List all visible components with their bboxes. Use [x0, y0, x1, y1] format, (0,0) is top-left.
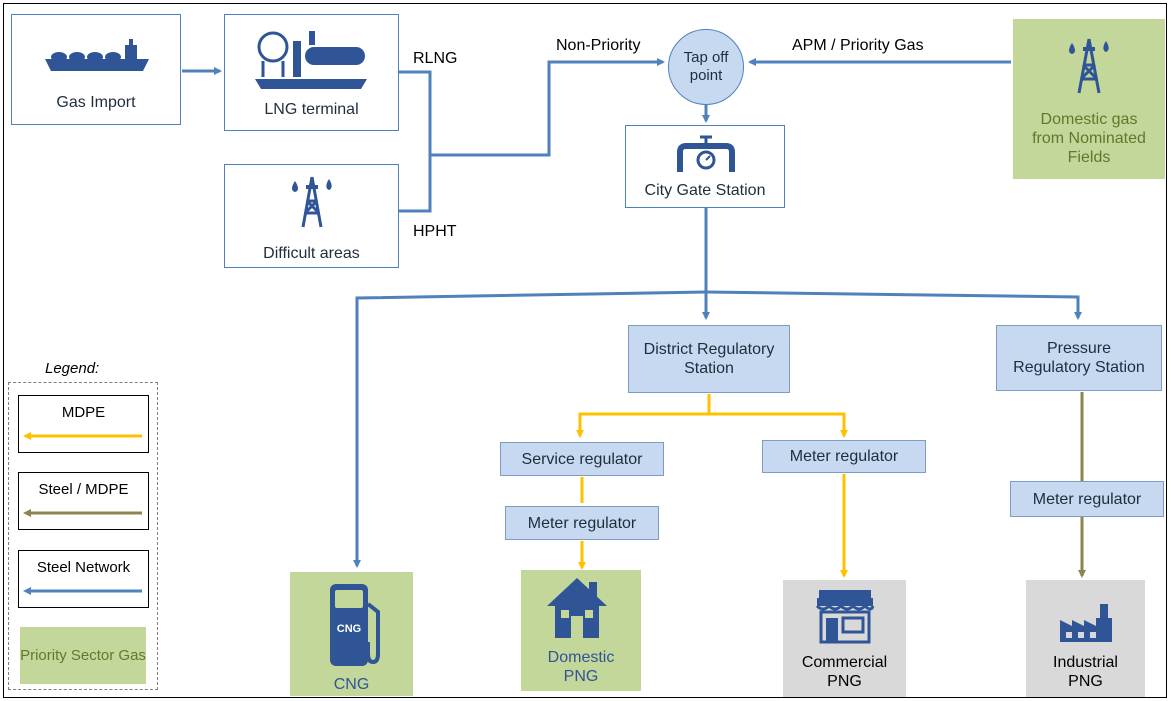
- edge-mdpe-right: [709, 412, 848, 438]
- edge-cng-branch: [353, 290, 707, 568]
- fuel-pump-icon: CNG: [330, 584, 380, 666]
- edge-pressure-branch: [705, 290, 1082, 320]
- diagram-frame: [3, 3, 1167, 698]
- legend-mdpe-arrow: [23, 432, 142, 440]
- lng-terminal-label: LNG terminal: [264, 101, 359, 118]
- non-priority-label: Non-Priority: [556, 37, 641, 54]
- legend-mdpe: MDPE: [18, 395, 149, 453]
- domestic-gas-box: Domestic gas from Nominated Fields: [1013, 19, 1165, 179]
- district-regulatory-station: District Regulatory Station: [628, 325, 790, 393]
- valve-pipe-icon: [677, 135, 735, 172]
- legend-steel-network: Steel Network: [18, 550, 149, 608]
- lng-ship-icon: [45, 39, 149, 71]
- hpht-label: HPHT: [413, 223, 457, 240]
- city-gate-box: City Gate Station: [625, 125, 785, 208]
- legend-steel-network-arrow: [23, 587, 142, 595]
- meter-regulator-domestic: Meter regulator: [505, 506, 659, 540]
- legend-mdpe-label: MDPE: [61, 404, 106, 421]
- legend-steel-mdpe-label: Steel / MDPE: [38, 481, 129, 498]
- meter-regulator-industrial: Meter regulator: [1010, 481, 1164, 517]
- oil-rig-icon: [1069, 38, 1109, 94]
- tap-off-point: Tap off point: [668, 29, 744, 105]
- commercial-png-label: Commercial PNG: [801, 654, 888, 690]
- apm-priority-label: APM / Priority Gas: [792, 37, 924, 54]
- rlng-label: RLNG: [413, 50, 458, 67]
- gas-import-label: Gas Import: [56, 94, 136, 111]
- industrial-png-label: Industrial PNG: [1053, 654, 1118, 690]
- house-icon: [547, 578, 607, 638]
- edge-rlng-hpht-merge: [399, 70, 432, 213]
- difficult-areas-box: Difficult areas: [224, 164, 399, 268]
- gas-import-box: Gas Import: [11, 14, 181, 125]
- industrial-png-box: Industrial PNG: [1026, 580, 1145, 697]
- cng-label: CNG: [333, 676, 370, 693]
- legend-title: Legend:: [45, 360, 100, 377]
- difficult-areas-label: Difficult areas: [263, 245, 360, 262]
- lng-terminal-box: LNG terminal: [224, 14, 399, 131]
- legend-steel-mdpe-arrow: [23, 509, 142, 517]
- legend-steel-network-label: Steel Network: [36, 559, 131, 576]
- cng-pump-text: CNG: [337, 623, 361, 635]
- legend: MDPE Steel / MDPE Steel Network Priority…: [8, 382, 158, 690]
- shop-icon: [815, 590, 875, 644]
- domestic-png-box: Domestic PNG: [521, 570, 641, 691]
- pressure-regulatory-station: Pressure Regulatory Station: [996, 325, 1162, 391]
- domestic-gas-label: Domestic gas from Nominated Fields: [1032, 111, 1146, 166]
- legend-steel-mdpe: Steel / MDPE: [18, 472, 149, 530]
- cng-box: CNG CNG: [290, 572, 413, 696]
- lng-terminal-icon: [255, 31, 367, 89]
- legend-priority-sector-gas: Priority Sector Gas: [20, 627, 146, 684]
- factory-icon: [1060, 604, 1112, 642]
- commercial-png-box: Commercial PNG: [783, 580, 906, 697]
- edge-mdpe-left: [576, 412, 709, 438]
- oil-rig-icon: [292, 176, 332, 228]
- domestic-png-label: Domestic PNG: [547, 649, 615, 685]
- meter-regulator-commercial: Meter regulator: [762, 440, 926, 473]
- service-regulator: Service regulator: [500, 442, 664, 476]
- edge-to-tap-nonpriority: [430, 58, 665, 157]
- city-gate-label: City Gate Station: [644, 182, 766, 199]
